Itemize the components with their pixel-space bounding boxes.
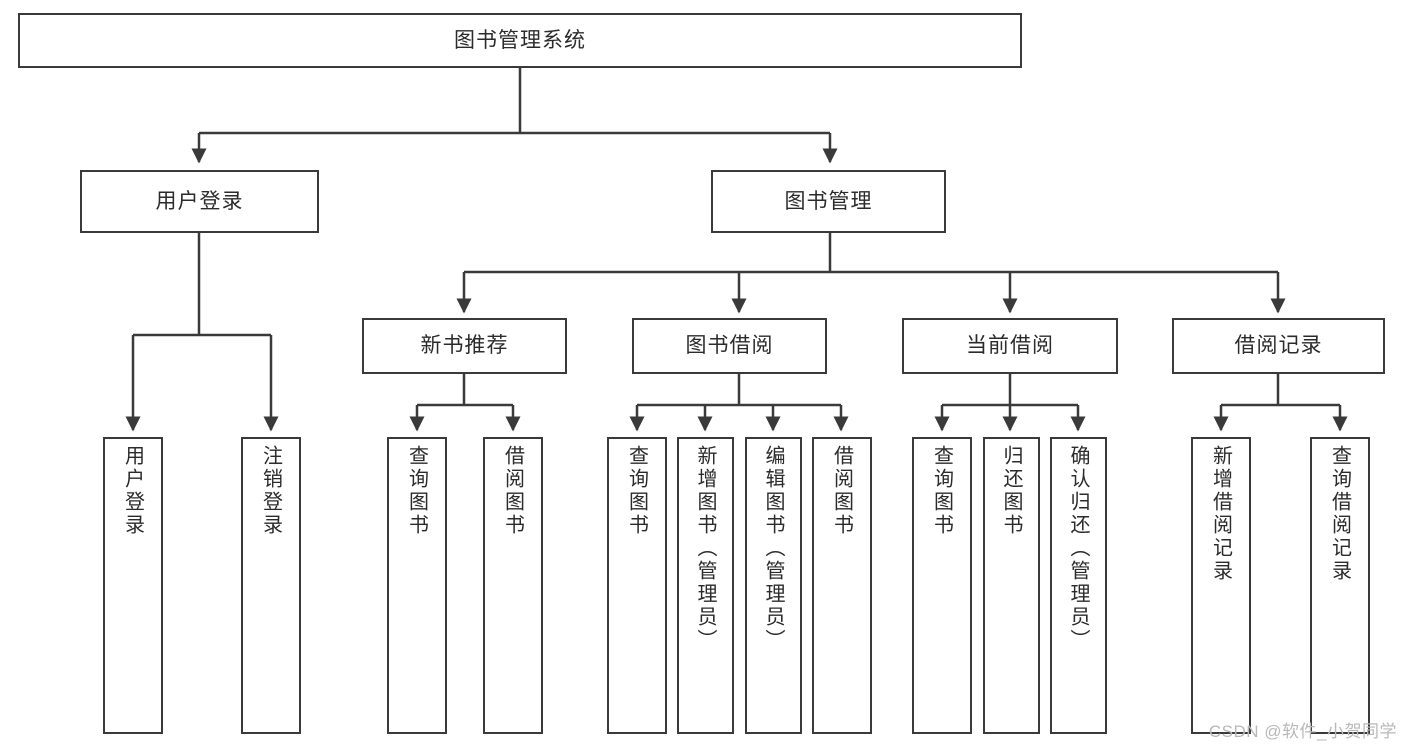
node-root-system[interactable]: 图书管理系统 [18, 13, 1022, 68]
node-label: 查询图书 [405, 445, 428, 537]
node-label: 借阅记录 [1234, 334, 1323, 358]
node-label: 注销登录 [259, 445, 282, 537]
node-user-login[interactable]: 用户登录 [80, 170, 319, 233]
node-new-book-recommend[interactable]: 新书推荐 [362, 318, 567, 374]
node-book-management[interactable]: 图书管理 [711, 170, 946, 233]
node-label: 查询借阅记录 [1328, 445, 1351, 583]
leaf-return-book[interactable]: 归还图书 [983, 437, 1040, 734]
node-label: 图书管理系统 [454, 28, 586, 52]
leaf-user-logout[interactable]: 注销登录 [241, 437, 301, 734]
node-label: 新增借阅记录 [1209, 445, 1232, 583]
node-label: 用户登录 [155, 189, 244, 213]
leaf-add-borrow-record[interactable]: 新增借阅记录 [1191, 437, 1251, 734]
leaf-user-login[interactable]: 用户登录 [103, 437, 163, 734]
node-label: 确认归还（管理员） [1067, 445, 1089, 652]
leaf-query-book-recommend[interactable]: 查询图书 [387, 437, 447, 734]
node-label: 编辑图书（管理员） [762, 445, 784, 652]
node-book-borrow[interactable]: 图书借阅 [632, 318, 827, 374]
leaf-confirm-return-admin[interactable]: 确认归还（管理员） [1050, 437, 1107, 734]
node-label: 新书推荐 [420, 334, 509, 358]
node-label: 图书借阅 [685, 334, 774, 358]
node-label: 借阅图书 [501, 445, 524, 537]
node-label: 查询图书 [625, 445, 648, 537]
node-label: 图书管理 [784, 189, 873, 213]
leaf-query-book-current[interactable]: 查询图书 [912, 437, 972, 734]
leaf-add-book-admin[interactable]: 新增图书（管理员） [677, 437, 734, 734]
node-current-borrow[interactable]: 当前借阅 [902, 318, 1118, 374]
node-label: 查询图书 [930, 445, 953, 537]
csdn-watermark: CSDN @软件_小贺同学 [1208, 722, 1397, 741]
leaf-borrow-book[interactable]: 借阅图书 [812, 437, 872, 734]
leaf-query-book-borrow[interactable]: 查询图书 [607, 437, 667, 734]
node-label: 当前借阅 [966, 334, 1054, 358]
node-borrow-record[interactable]: 借阅记录 [1172, 318, 1385, 374]
node-label: 借阅图书 [830, 445, 853, 537]
node-label: 新增图书（管理员） [694, 445, 716, 652]
leaf-edit-book-admin[interactable]: 编辑图书（管理员） [745, 437, 802, 734]
leaf-borrow-book-recommend[interactable]: 借阅图书 [483, 437, 543, 734]
node-label: 归还图书 [1000, 445, 1022, 537]
leaf-query-borrow-record[interactable]: 查询借阅记录 [1310, 437, 1370, 734]
node-label: 用户登录 [121, 445, 144, 537]
